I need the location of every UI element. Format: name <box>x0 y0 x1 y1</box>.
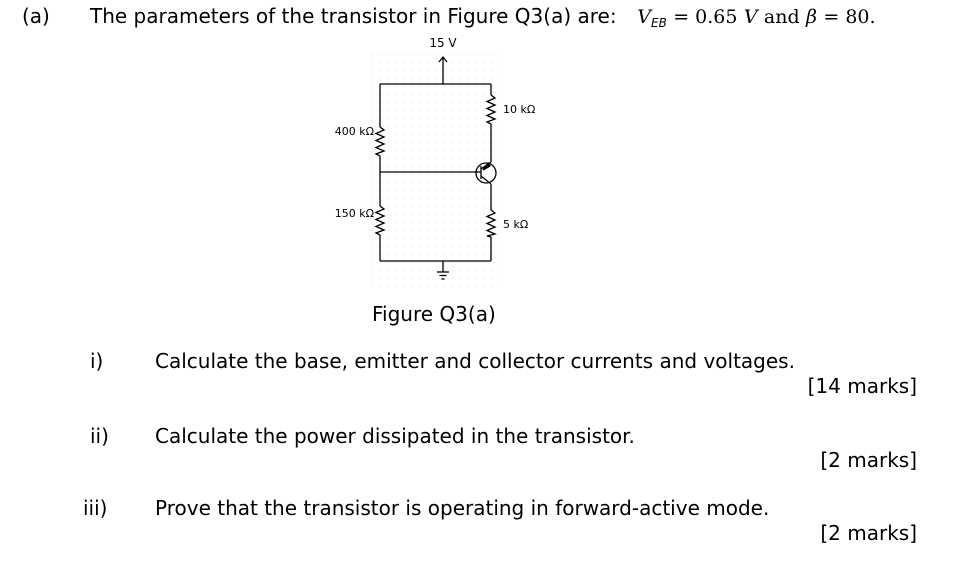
question-label: (a) <box>22 4 50 28</box>
part-iii-number: iii) <box>83 496 108 520</box>
beta-symbol: β <box>806 6 817 28</box>
veb-unit: V <box>743 6 758 28</box>
part-ii-number: ii) <box>90 424 109 448</box>
grid-background <box>370 52 500 288</box>
part-ii-text: Calculate the power dissipated in the tr… <box>155 424 635 448</box>
part-iii-marks: [2 marks] <box>820 521 917 545</box>
figure-caption: Figure Q3(a) <box>372 302 496 326</box>
supply-arrow <box>438 55 448 84</box>
resistor-10k <box>485 94 497 125</box>
intro-text: The parameters of the transistor in Figu… <box>90 4 617 28</box>
part-i-number: i) <box>90 349 104 373</box>
part-iii-text: Prove that the transistor is operating i… <box>155 496 770 520</box>
resistor-400k <box>374 126 386 157</box>
label-10k: 10 kΩ <box>503 103 535 116</box>
label-150k: 150 kΩ <box>335 207 374 220</box>
resistor-5k <box>485 209 498 238</box>
circuit-diagram: 15 V 400 kΩ 150 kΩ <box>335 36 535 288</box>
part-i-marks: [14 marks] <box>807 374 917 398</box>
beta-value: = 80. <box>823 6 876 28</box>
label-400k: 400 kΩ <box>335 125 374 138</box>
veb-value: = 0.65 <box>673 6 738 28</box>
supply-label: 15 V <box>429 36 457 50</box>
ground-symbol <box>437 271 449 280</box>
part-i-text: Calculate the base, emitter and collecto… <box>155 349 795 373</box>
veb-subscript: EB <box>651 16 667 30</box>
veb-symbol: V <box>637 6 652 28</box>
transistor-symbol <box>475 161 497 185</box>
label-5k: 5 kΩ <box>503 218 528 231</box>
circuit-wires <box>379 83 492 272</box>
resistor-150k <box>374 205 386 236</box>
part-ii-marks: [2 marks] <box>820 448 917 472</box>
and-word: and <box>763 6 800 28</box>
question-intro: The parameters of the transistor in Figu… <box>90 4 876 30</box>
